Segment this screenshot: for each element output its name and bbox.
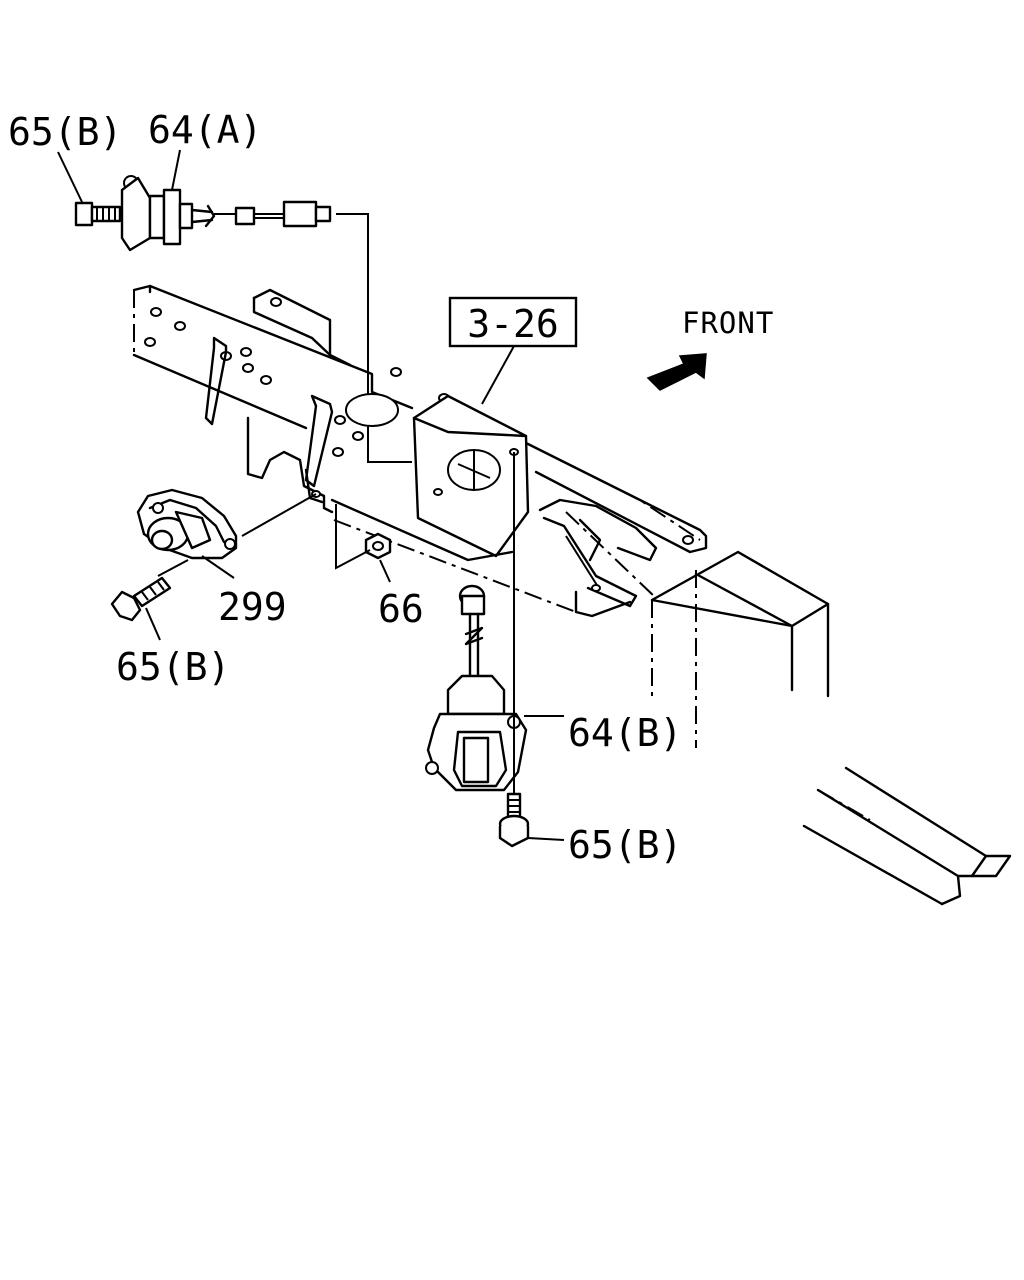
frame-crossmember — [132, 284, 708, 748]
bolt-65b-top — [74, 201, 122, 227]
callout-64b: 64(B) — [568, 711, 682, 755]
sensor-64b — [425, 584, 528, 792]
sensor-64a-assembly — [74, 175, 332, 252]
front-label: FRONT — [682, 306, 774, 340]
callout-65b-bottom: 65(B) — [568, 823, 682, 867]
callout-65b-left: 65(B) — [116, 645, 230, 689]
front-indicator: FRONT — [646, 306, 774, 391]
frame-rail-right — [650, 550, 1012, 906]
callout-66: 66 — [378, 587, 424, 631]
bolt-65b-left — [110, 559, 189, 622]
bolt-65b-bottom — [498, 792, 530, 848]
front-arrow-icon — [646, 353, 707, 391]
callout-64a: 64(A) — [148, 108, 262, 152]
reference-label: 3-26 — [467, 302, 559, 346]
sensor-64a — [120, 175, 332, 252]
sensor-299 — [136, 488, 238, 560]
callout-299: 299 — [218, 585, 287, 629]
nut-66 — [335, 504, 392, 583]
reference-3-26: 3-26 — [448, 296, 578, 348]
callout-65b-top: 65(B) — [8, 110, 122, 154]
